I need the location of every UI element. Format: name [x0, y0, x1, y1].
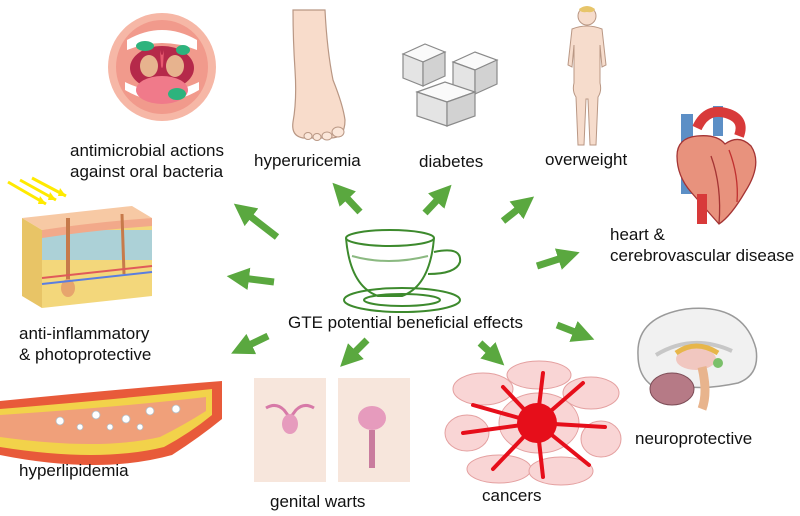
- pelvis-icon: [254, 378, 410, 482]
- arrow-to-neuro: [555, 321, 595, 342]
- arrow-to-skin: [226, 267, 275, 290]
- arrow-to-cancer: [477, 340, 505, 366]
- teacup-icon: [343, 229, 462, 313]
- arrow-to-weight: [500, 196, 535, 224]
- label-neuro: neuroprotective: [635, 429, 753, 448]
- label-skin-line2: & photoprotective: [19, 345, 152, 364]
- label-lipid: hyperlipidemia: [19, 461, 129, 480]
- arrow-to-warts: [340, 337, 370, 367]
- arrow-to-lipid: [231, 332, 270, 355]
- label-cancer: cancers: [482, 486, 542, 505]
- label-heart: heart & cerebrovascular disease: [610, 224, 794, 266]
- label-weight: overweight: [545, 150, 628, 169]
- skin-icon: [7, 176, 153, 308]
- artery-icon: [0, 381, 222, 465]
- label-oral-line2: against oral bacteria: [70, 162, 224, 181]
- label-heart-line2: cerebrovascular disease: [610, 246, 795, 265]
- mouth-icon: [108, 13, 216, 121]
- sugar-cubes-icon: [401, 43, 499, 127]
- center-label: GTE potential beneficial effects: [288, 313, 523, 332]
- brain-icon: [637, 307, 758, 411]
- arrow-to-oral: [233, 203, 280, 240]
- tumor-icon: [444, 360, 622, 486]
- label-heart-line1: heart &: [610, 225, 665, 244]
- label-uric: hyperuricemia: [254, 151, 361, 170]
- heart-icon: [676, 106, 757, 225]
- label-oral-line1: antimicrobial actions: [70, 141, 225, 160]
- label-skin-line1: anti-inflammatory: [19, 324, 150, 343]
- foot-icon: [292, 9, 346, 141]
- label-diabetes: diabetes: [419, 152, 484, 171]
- body-icon: [567, 6, 607, 146]
- label-oral: antimicrobial actions against oral bacte…: [70, 140, 224, 182]
- arrow-to-uric: [332, 182, 363, 215]
- label-warts: genital warts: [270, 492, 366, 511]
- arrow-to-heart: [535, 248, 580, 270]
- label-skin: anti-inflammatory & photoprotective: [19, 323, 151, 365]
- arrow-to-diabetes: [422, 184, 452, 216]
